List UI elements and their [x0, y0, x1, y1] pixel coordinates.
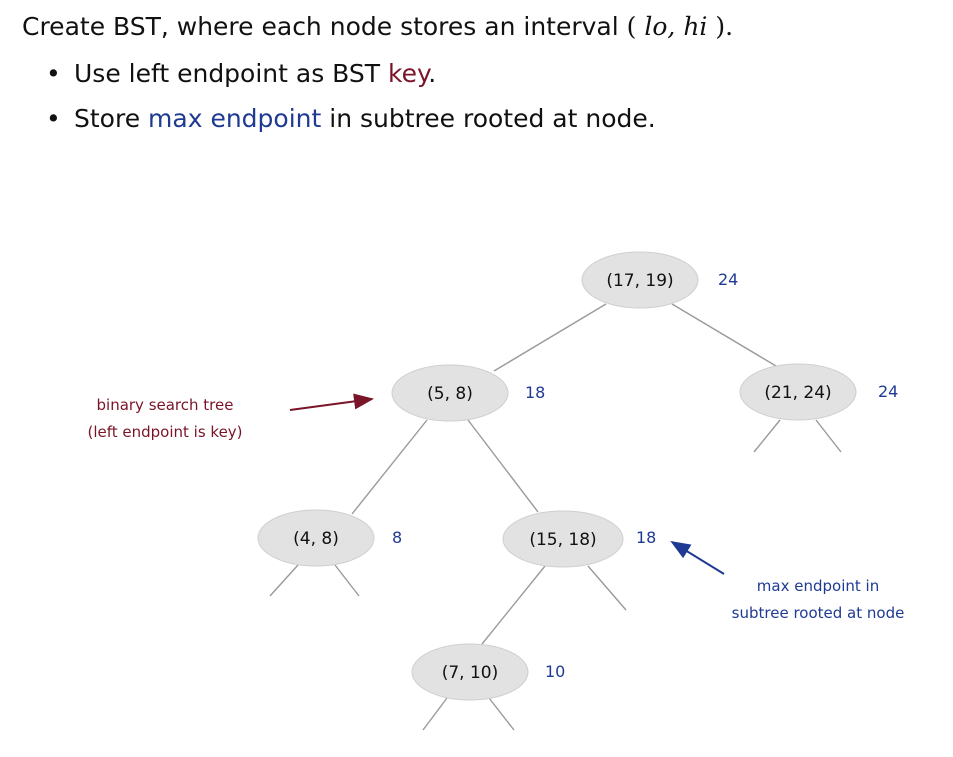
heading-open-paren: ( [626, 12, 637, 41]
node-max: 10 [545, 662, 565, 681]
bullet-max: •Store max endpoint in subtree rooted at… [46, 102, 656, 136]
edge-17-21 [671, 303, 777, 367]
node-ellipse [257, 509, 375, 567]
heading-hi: hi [683, 12, 708, 41]
node-ellipse [739, 363, 857, 421]
heading-lo: lo, [644, 12, 676, 41]
node-ellipse [502, 510, 624, 568]
node-max: 18 [525, 383, 545, 402]
bullet-max-highlight: max endpoint [148, 104, 322, 133]
slide-heading: Create BST, where each node stores an in… [22, 10, 733, 44]
annotation-bst-line1: binary search tree [97, 396, 234, 414]
node-label: (21, 24) [764, 383, 831, 403]
node-ellipse [391, 364, 509, 422]
tree-edges [269, 303, 842, 731]
edge-4-stub-right [334, 564, 360, 597]
node-label: (17, 19) [606, 271, 673, 291]
annotation-max-line2: subtree rooted at node [732, 604, 905, 622]
tree-node: (4, 8) 8 [257, 509, 402, 567]
edge-21-stub-right [815, 419, 842, 453]
annotation-bst-line2: (left endpoint is key) [87, 423, 242, 441]
node-ellipse [411, 643, 529, 701]
edge-5-15 [467, 419, 539, 513]
annotation-max-arrow-icon [670, 540, 725, 575]
tree-node: (5, 8) 18 [391, 364, 545, 422]
annotation-bst: binary search tree (left endpoint is key… [87, 393, 374, 441]
edge-4-stub-left [269, 564, 299, 597]
edge-7-stub-right [488, 697, 515, 731]
edge-21-stub-left [753, 419, 781, 453]
bullet-dot-icon: • [46, 104, 61, 133]
annotation-max: max endpoint in subtree rooted at node [670, 540, 905, 622]
tree-node: (17, 19) 24 [581, 251, 738, 309]
tree-node: (15, 18) 18 [502, 510, 656, 568]
edge-17-5 [493, 303, 607, 372]
bullet-key: •Use left endpoint as BST key. [46, 57, 436, 91]
node-label: (7, 10) [442, 663, 499, 683]
node-label: (4, 8) [293, 529, 339, 549]
edge-7-stub-left [422, 697, 448, 731]
bullet-key-highlight: key [387, 59, 429, 88]
tree-node: (21, 24) 24 [739, 363, 898, 421]
node-ellipse [581, 251, 699, 309]
annotation-max-line1: max endpoint in [757, 577, 879, 595]
node-max: 8 [392, 528, 402, 547]
bullet-dot-icon: • [46, 59, 61, 88]
node-label: (15, 18) [529, 530, 596, 550]
heading-text: Create BST, where each node stores an in… [22, 12, 627, 41]
edge-15-stub-right [587, 565, 627, 611]
annotation-bst-arrow-icon [289, 393, 374, 411]
edge-5-4 [351, 419, 428, 515]
node-label: (5, 8) [427, 384, 473, 404]
heading-close-paren: ). [715, 12, 734, 41]
node-max: 24 [718, 270, 738, 289]
edge-15-7 [481, 565, 546, 645]
tree-node: (7, 10) 10 [411, 643, 565, 701]
node-max: 24 [878, 382, 898, 401]
node-max: 18 [636, 528, 656, 547]
